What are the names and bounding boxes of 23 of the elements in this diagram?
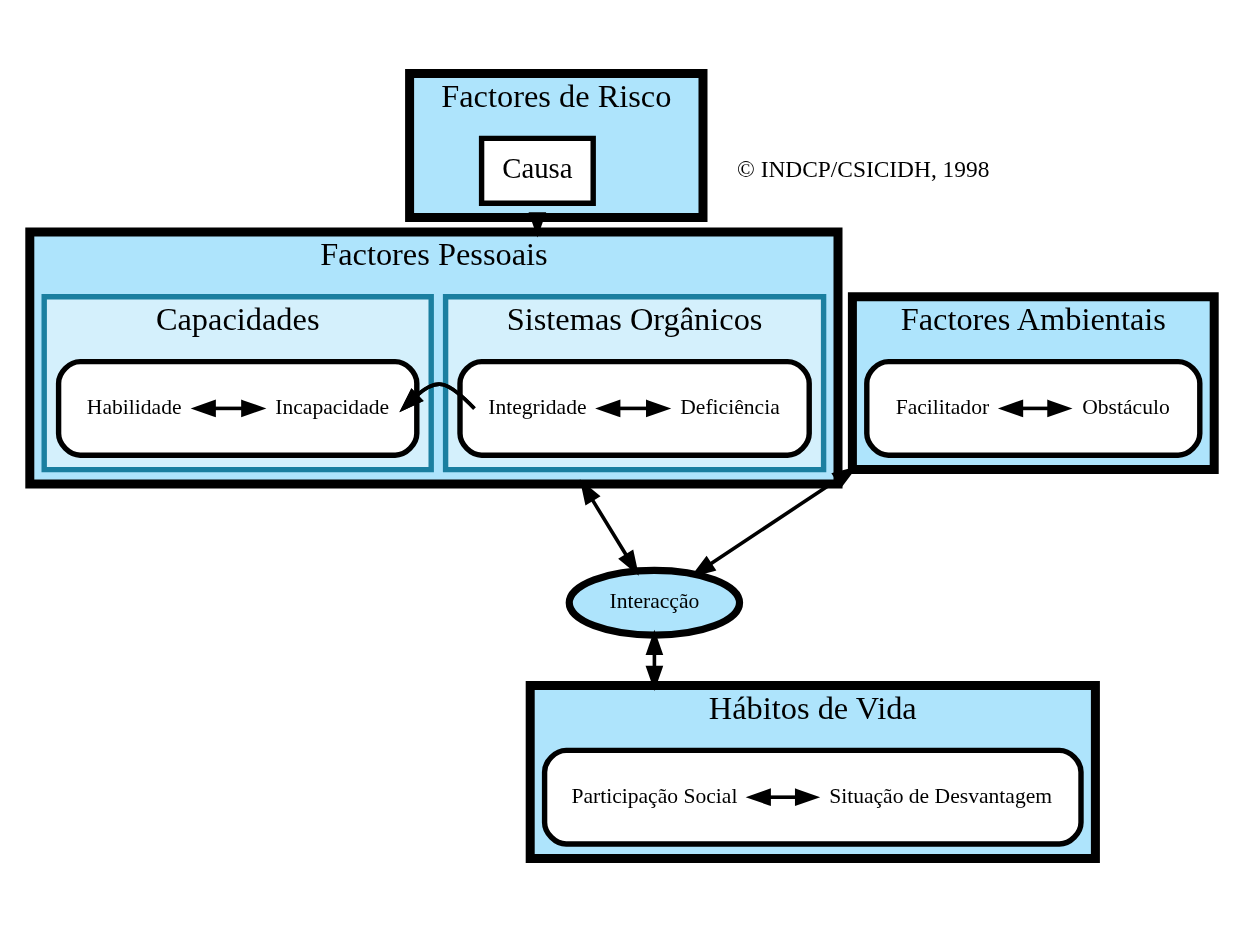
node-box: Causa	[478, 135, 596, 206]
arrow	[595, 399, 672, 417]
node-text: Habilidade	[86, 394, 182, 419]
node-text: Obstáculo	[1082, 394, 1170, 419]
cluster	[541, 747, 1084, 847]
cluster	[55, 358, 420, 458]
arrow	[579, 478, 639, 576]
node-text: Deficiência	[680, 394, 780, 419]
cluster	[457, 358, 812, 458]
arrow	[528, 211, 547, 237]
arrow	[645, 629, 664, 691]
node-text: Participação Social	[571, 783, 738, 808]
node-text: Integridade	[488, 394, 587, 419]
label: © INDCP/CSICIDH, 1998	[737, 155, 990, 182]
node-text: Facilitador	[895, 394, 990, 419]
cluster	[864, 358, 1203, 458]
arrow	[399, 381, 476, 412]
node-ellipse: Interacção	[565, 566, 744, 639]
arrow	[190, 399, 267, 417]
arrow	[745, 787, 821, 806]
arrow	[997, 399, 1073, 417]
node-text: Incapacidade	[275, 394, 390, 419]
node-text: Situação de Desvantagem	[829, 783, 1053, 808]
